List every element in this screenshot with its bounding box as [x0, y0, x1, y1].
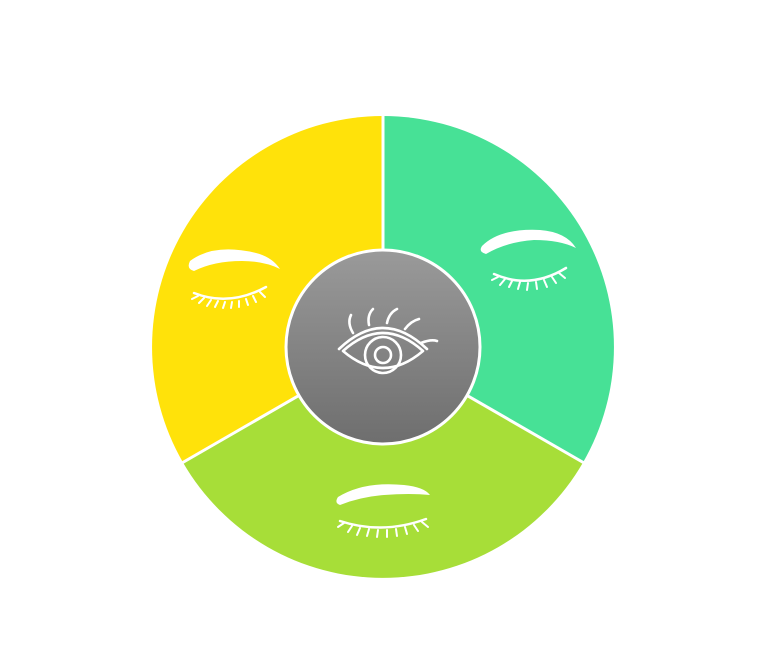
closed-eye-icon: [336, 484, 430, 538]
closed-eye-icon: [188, 249, 280, 309]
segment-lime: [183, 347, 583, 578]
open-eye-icon: [337, 307, 439, 375]
closed-eye-icon: [480, 229, 576, 291]
